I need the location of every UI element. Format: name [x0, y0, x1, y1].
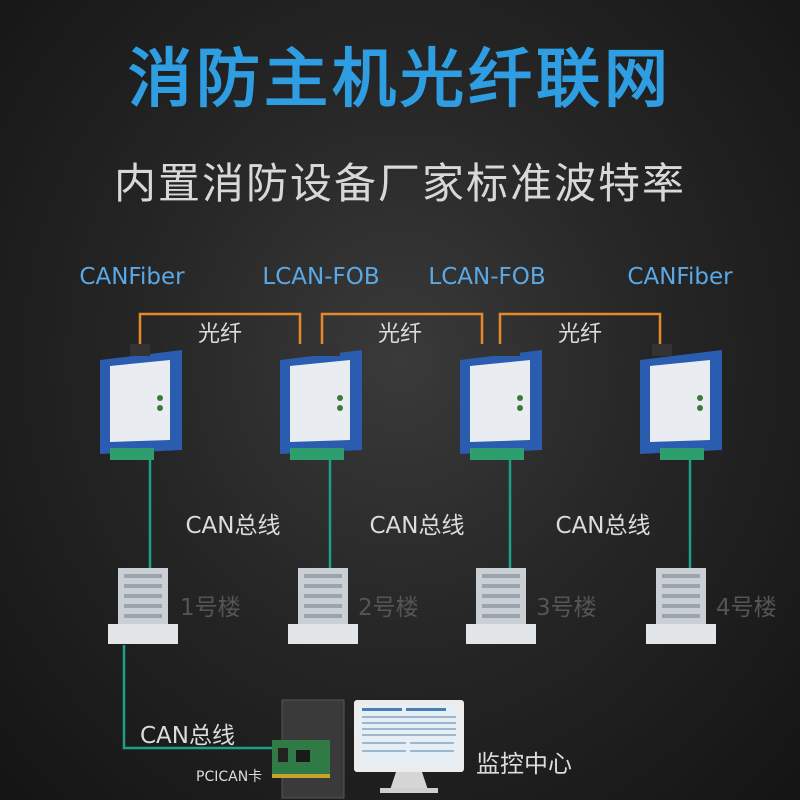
fiber-link-1-2	[138, 312, 302, 352]
can-bus-line-monitor	[122, 645, 280, 750]
device-4	[640, 344, 722, 460]
monitor-can-bus-label: CAN总线	[140, 723, 235, 749]
fiber-links	[138, 312, 662, 352]
monitor-center-label: 监控中心	[476, 750, 572, 778]
building-2-label: 2号楼	[358, 595, 419, 621]
building-4-icon	[646, 568, 716, 644]
monitor-icon	[354, 700, 464, 793]
device-3	[460, 344, 542, 460]
building-3-label: 3号楼	[536, 595, 597, 621]
fiber-label-2: 光纤	[377, 322, 422, 347]
can-bus-label-3: CAN总线	[555, 513, 651, 539]
fiber-label-1: 光纤	[197, 322, 242, 347]
device-1-label: CANFiber	[79, 264, 185, 290]
fiber-link-3-4	[498, 312, 662, 352]
page-subtitle: 内置消防设备厂家标准波特率	[113, 159, 686, 208]
can-bus-label-1: CAN总线	[185, 513, 281, 539]
fiber-label-3: 光纤	[557, 322, 602, 347]
can-bus-lines	[122, 460, 692, 750]
building-1-icon	[108, 568, 178, 644]
device-1	[100, 344, 182, 460]
device-2	[280, 344, 362, 460]
building-3-icon	[466, 568, 536, 644]
building-4-label: 4号楼	[716, 595, 777, 621]
can-bus-label-2: CAN总线	[369, 513, 465, 539]
pcican-label: PCICAN卡	[196, 769, 263, 785]
device-2-label: LCAN-FOB	[262, 264, 380, 290]
building-2-icon	[288, 568, 358, 644]
page-title: 消防主机光纤联网	[128, 43, 672, 117]
pcican-card-icon	[272, 740, 330, 778]
building-1-label: 1号楼	[180, 595, 241, 621]
fiber-link-2-3	[320, 312, 484, 352]
device-3-label: LCAN-FOB	[428, 264, 546, 290]
device-4-label: CANFiber	[627, 264, 733, 290]
